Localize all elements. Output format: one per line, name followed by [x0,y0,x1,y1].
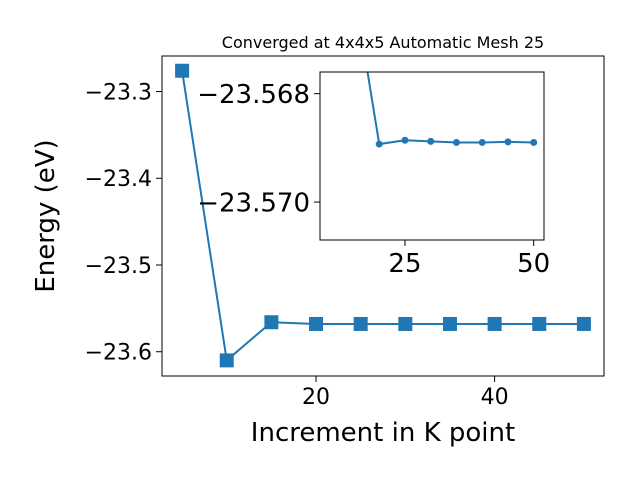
main-chart-title: Converged at 4x4x5 Automatic Mesh 25 [222,33,544,52]
main-x-tick-label: 20 [302,385,330,410]
main-y-tick-label: −23.5 [85,254,152,279]
main-data-point [398,316,413,331]
main-y-tick-label: −23.6 [85,341,152,366]
inset-data-point [530,138,538,146]
main-data-point [576,316,591,331]
main-data-point [442,316,457,331]
main-series-line [181,70,584,363]
main-data-point [487,316,502,331]
main-data-point [309,316,324,331]
inset-y-tick-label: −23.568 [197,80,310,110]
main-y-tick-label: −23.4 [85,167,152,192]
inset-data-point [375,140,383,148]
inset-data-point [452,138,460,146]
main-y-axis-label: Energy (eV) [31,139,61,292]
inset-data-point [478,138,486,146]
main-data-point [353,316,368,331]
inset-data-point [504,138,512,146]
inset-plot-background [320,72,544,240]
inset-data-point [427,137,435,145]
inset-chart: 25 50 −23.570 −23.568 [197,71,550,279]
main-y-tick-label: −23.3 [85,80,152,105]
main-x-axis-label: Increment in K point [251,418,515,448]
inset-series-line [366,72,534,146]
main-data-point [175,63,190,78]
main-data-point [264,315,279,330]
inset-x-tick-label: 25 [388,249,421,279]
inset-y-tick-label: −23.570 [197,188,310,218]
inset-plot-frame [319,71,545,241]
main-plot-frame [161,55,605,377]
inset-data-point [401,136,409,144]
main-data-point [532,316,547,331]
inset-x-tick-label: 50 [517,249,550,279]
main-chart: Converged at 4x4x5 Automatic Mesh 25 20 4… [31,33,605,448]
main-data-point [219,353,234,368]
main-x-tick-label: 40 [481,385,509,410]
